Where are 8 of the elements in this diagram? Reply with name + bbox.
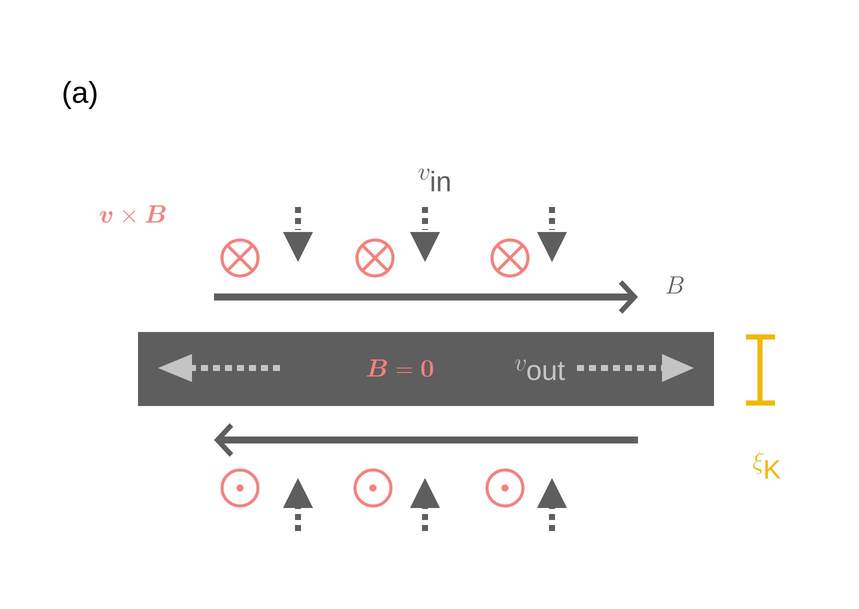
current-sheet-band [138, 332, 714, 406]
panel-label: (a) [64, 81, 96, 109]
velocity-label: $v_{\rm out}$ [515, 359, 565, 380]
width-label: $\xi_{\rm K}$ [753, 451, 781, 478]
force-label: $\bm{v}\times\bm{B}$ [100, 205, 166, 223]
equation: $\bm{B}=\bm{0}$ [366, 359, 434, 377]
velocity-label: $v_{\rm in}$ [418, 168, 450, 192]
field-label: $B$ [666, 276, 684, 294]
